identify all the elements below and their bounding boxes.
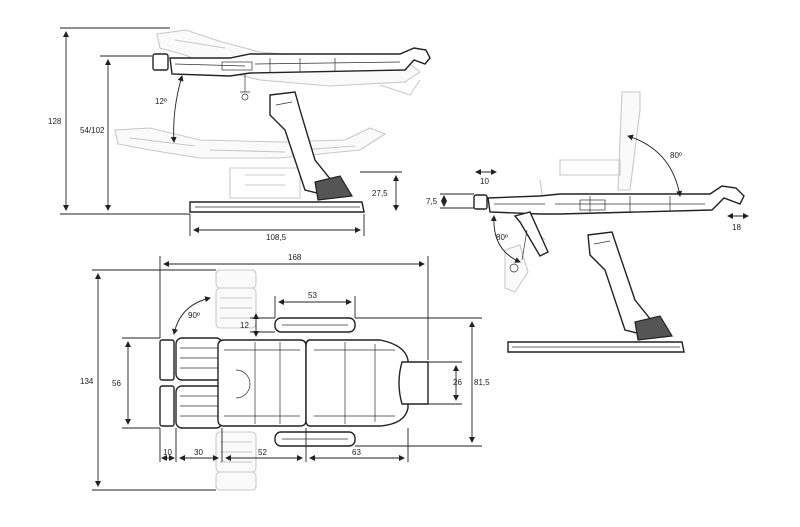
base-length-label: 108,5 — [266, 233, 287, 242]
total-length-label: 168 — [288, 253, 302, 262]
top-view-ghost-arms — [215, 269, 257, 491]
armrest-length-label: 53 — [308, 291, 317, 300]
seg-seat-label: 52 — [258, 448, 267, 457]
leg-extension-label: 10 — [480, 177, 489, 186]
top-view: 168 134 53 12 90º 56 26 — [80, 253, 490, 491]
right-view-dimensions: 80º 80º 10 7,5 18 — [426, 134, 749, 263]
armrest-offset-label: 12 — [240, 321, 249, 330]
side-view: 128 54/102 12º 27,5 108,5 — [48, 27, 431, 242]
height-range-label: 54/102 — [80, 126, 105, 135]
seg-leg-label: 30 — [194, 448, 203, 457]
arm-rotation-label: 90º — [188, 311, 200, 320]
height-total-label: 128 — [48, 117, 62, 126]
top-view-dimensions: 168 134 53 12 90º 56 26 — [80, 253, 490, 491]
tilt-angle-label: 12º — [155, 97, 167, 106]
seg-back-label: 63 — [352, 448, 361, 457]
right-view: 80º 80º 10 7,5 18 — [426, 91, 749, 353]
total-width-label: 134 — [80, 377, 94, 386]
seg-foot-label: 10 — [163, 448, 172, 457]
leg-rest-height-label: 7,5 — [426, 197, 438, 206]
body-width-label: 81,5 — [474, 378, 490, 387]
top-view-chair — [159, 317, 429, 447]
leg-angle-label: 80º — [496, 233, 508, 242]
base-height-label: 27,5 — [372, 189, 388, 198]
side-view-chair — [152, 47, 431, 213]
footrest-width-label: 56 — [112, 379, 121, 388]
side-view-dimensions: 128 54/102 12º 27,5 108,5 — [48, 27, 402, 242]
headrest-width-label: 26 — [453, 378, 462, 387]
headrest-extension-label: 18 — [732, 223, 741, 232]
right-view-chair — [473, 185, 745, 353]
back-angle-label: 80º — [670, 151, 682, 160]
